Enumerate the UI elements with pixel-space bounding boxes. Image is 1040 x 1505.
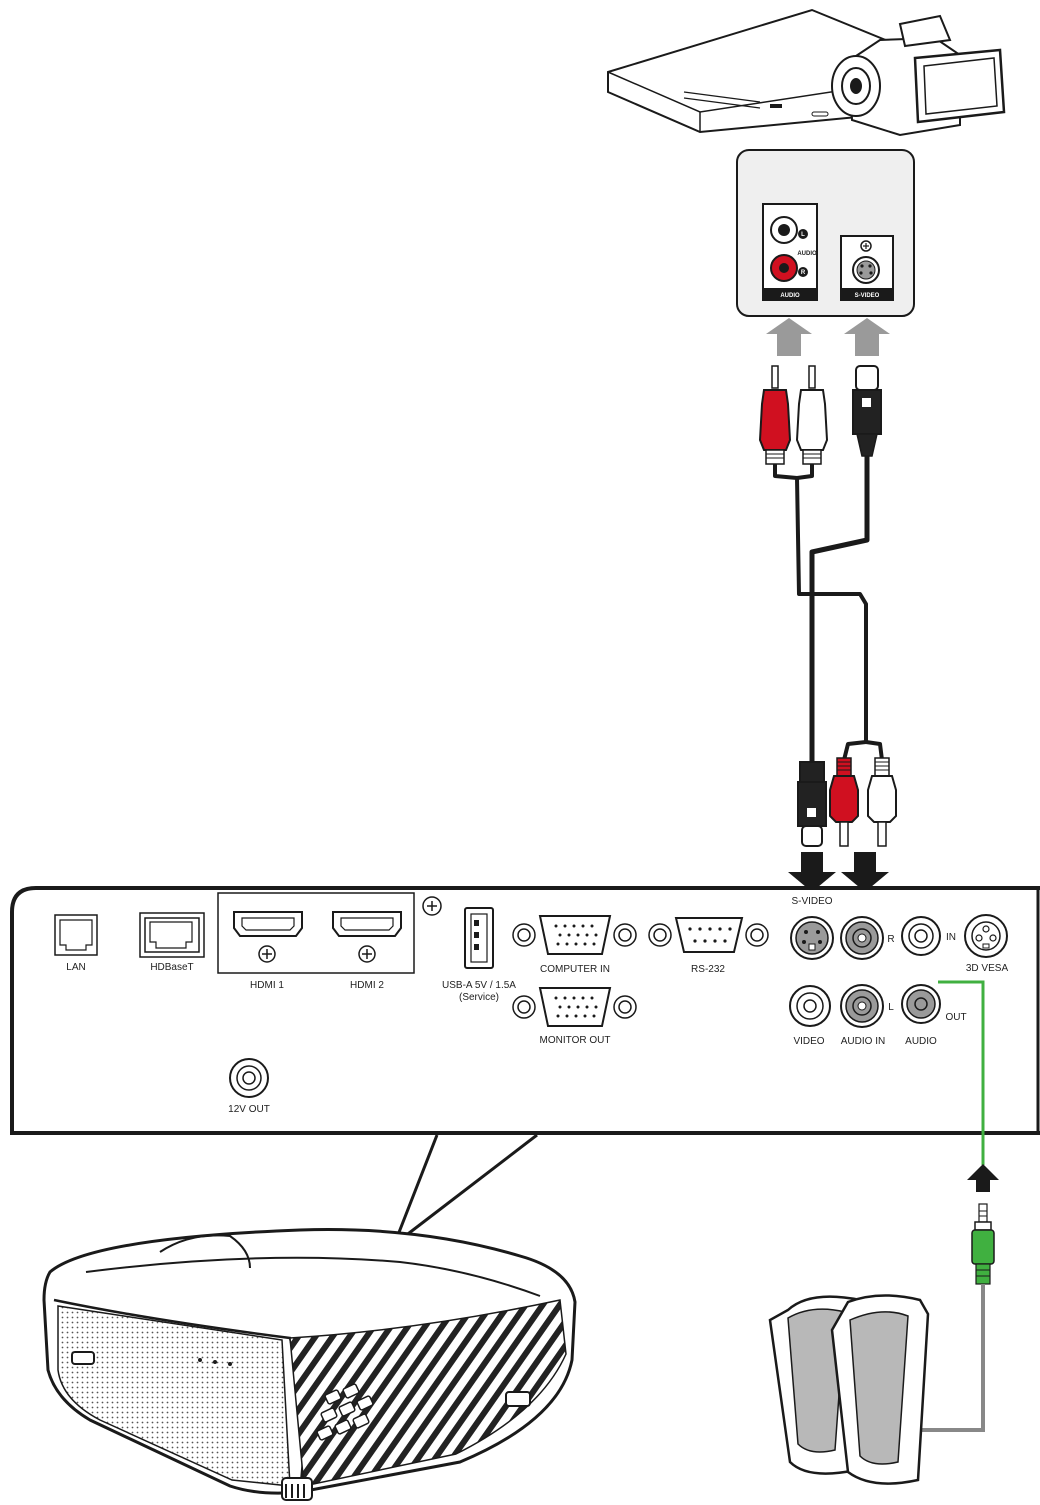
hdmi-2-port: HDMI 2	[332, 911, 402, 991]
audio-in-l-label: L	[888, 1002, 894, 1013]
video-port: VIDEO	[789, 985, 831, 1047]
speaker-cable	[918, 1284, 985, 1432]
monitor-out-label: MONITOR OUT	[540, 1035, 611, 1046]
black-arrow-svideo	[788, 852, 836, 892]
rca-plug-red-bottom	[829, 757, 859, 847]
black-arrow-audio	[841, 852, 889, 892]
projector-icon	[42, 1228, 577, 1501]
audio-out-cable-green	[938, 980, 985, 1165]
audio-mini-label: AUDIO	[905, 1036, 937, 1047]
projector-rear-panel: LAN HDBaseT HDMI 1	[10, 886, 1040, 1135]
source-audio-l-label: L	[801, 232, 805, 238]
rca-cable	[773, 462, 884, 761]
hdmi-2-label: HDMI 2	[350, 980, 384, 991]
monitor-out-port: MONITOR OUT	[512, 987, 637, 1046]
source-connector-panel: L AUDIO R AUDIO S-VIDEO	[736, 149, 915, 317]
ground-screw-icon	[422, 896, 442, 916]
rs232-label: RS-232	[691, 964, 725, 975]
camcorder-icon	[831, 14, 1006, 137]
svideo-port: S-VIDEO	[790, 896, 834, 960]
mini-jack-plug	[971, 1203, 995, 1285]
rs232-port: RS-232	[648, 917, 769, 975]
twelve-v-out-label: 12V OUT	[228, 1104, 270, 1115]
audio-mini-in-port: IN	[901, 916, 956, 956]
source-audio-r-label: R	[801, 270, 806, 276]
led-indicator-dots	[198, 1358, 232, 1366]
gray-arrow-svideo	[844, 318, 890, 356]
hdmi-1-label: HDMI 1	[250, 980, 284, 991]
audio-in-r-label: R	[887, 934, 894, 945]
rca-plug-red-top	[758, 365, 792, 465]
audio-mini-out-port: OUT AUDIO	[901, 984, 967, 1047]
computer-in-port: COMPUTER IN	[512, 915, 637, 975]
svideo-cable	[809, 456, 870, 765]
hdmi-1-port: HDMI 1	[233, 911, 303, 991]
lan-label: LAN	[66, 962, 85, 973]
twelve-v-out-port: 12V OUT	[228, 1058, 270, 1115]
panel-callout-lines	[394, 1133, 538, 1242]
usb-port: USB-A 5V / 1.5A (Service)	[442, 907, 516, 1003]
audio-mini-in-label: IN	[946, 932, 956, 943]
hdmi-group: HDMI 1 HDMI 2	[217, 892, 415, 991]
hdbaset-label: HDBaseT	[150, 962, 193, 973]
projector-feet	[71, 1351, 531, 1501]
gray-arrow-audio	[766, 318, 812, 356]
rca-plug-white-top	[795, 365, 829, 465]
source-audio-jacks: L AUDIO R AUDIO	[762, 203, 818, 301]
svideo-label: S-VIDEO	[791, 896, 832, 907]
speakers-icon	[768, 1294, 930, 1485]
audio-in-label: AUDIO IN	[841, 1036, 885, 1047]
video-label: VIDEO	[793, 1036, 824, 1047]
source-audio-side-label: AUDIO	[797, 251, 817, 257]
source-svideo-jack: S-VIDEO	[840, 235, 894, 301]
audio-in-r-port: R	[840, 916, 895, 960]
lan-port: LAN	[54, 914, 98, 973]
black-arrow-speaker	[967, 1164, 999, 1192]
svideo-plug-top	[852, 365, 882, 457]
projector-keypad	[316, 1383, 374, 1441]
usb-service-label: (Service)	[459, 992, 499, 1003]
audio-in-l-port: L AUDIO IN	[840, 984, 894, 1047]
hdbaset-port: HDBaseT	[139, 912, 205, 973]
usb-label: USB-A 5V / 1.5A	[442, 980, 516, 991]
audio-mini-out-label: OUT	[945, 1012, 966, 1023]
source-svideo-tag: S-VIDEO	[855, 293, 880, 299]
svideo-plug-bottom	[797, 761, 827, 847]
source-audio-tag: AUDIO	[780, 293, 800, 299]
computer-in-label: COMPUTER IN	[540, 964, 610, 975]
rca-plug-white-bottom	[867, 757, 897, 847]
vesa-3d-label: 3D VESA	[966, 963, 1009, 974]
vesa-3d-port: 3D VESA	[964, 914, 1009, 974]
